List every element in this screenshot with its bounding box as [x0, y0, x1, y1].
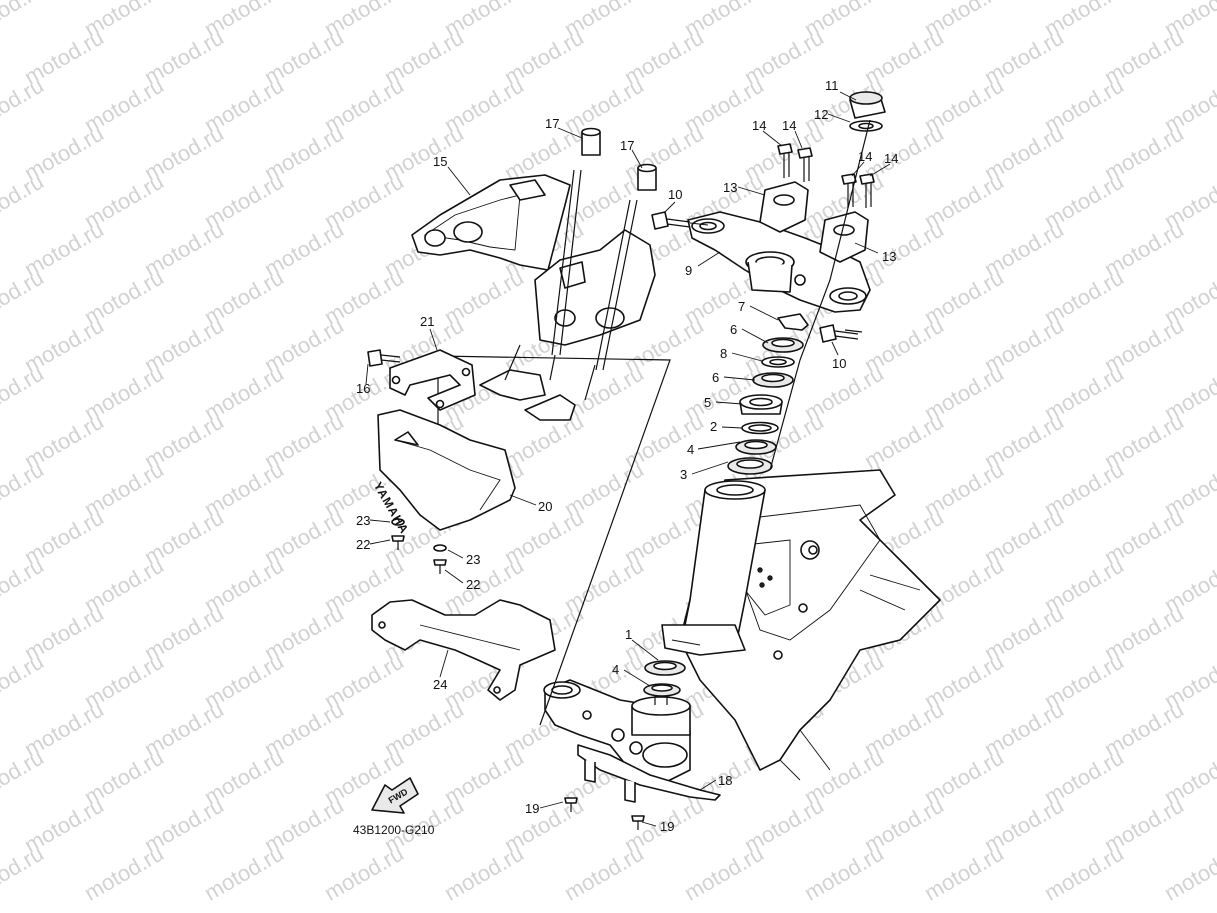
callout-7: 7: [738, 299, 746, 314]
callout-8: 8: [720, 346, 728, 361]
bolt-10-upper: [651, 211, 691, 230]
callout-23b: 23: [466, 552, 481, 567]
callout-14a: 14: [752, 118, 767, 133]
callout-14d: 14: [884, 151, 899, 166]
callout-14b: 14: [782, 118, 797, 133]
callout-14c: 14: [858, 149, 873, 164]
bolts-14: [777, 143, 875, 208]
callout-17b: 17: [620, 138, 635, 153]
callout-22b: 22: [466, 577, 481, 592]
bolt-16: [367, 349, 401, 367]
fwd-arrow-icon: [371, 777, 419, 814]
callout-4a: 4: [687, 442, 695, 457]
callout-5: 5: [704, 395, 712, 410]
bracket-21: [389, 349, 476, 411]
callout-23a: 23: [356, 513, 371, 528]
stem-nut: [849, 91, 886, 132]
diagram-code: 43B1200-G210: [353, 823, 435, 837]
callout-9: 9: [685, 263, 693, 278]
callout-19a: 19: [525, 801, 540, 816]
callout-13b: 13: [882, 249, 897, 264]
frame-head-pipe: [661, 469, 941, 781]
callout-1: 1: [625, 627, 633, 642]
callout-13a: 13: [723, 180, 738, 195]
bolt-10-lower: [819, 324, 859, 343]
callout-12: 12: [814, 107, 829, 122]
callout-10b: 10: [832, 356, 847, 371]
callout-15: 15: [433, 154, 448, 169]
callout-11: 11: [825, 78, 839, 93]
callout-6b: 6: [712, 370, 720, 385]
screws-22-washers-23: [391, 518, 447, 574]
upper-bracket: [687, 181, 871, 313]
callout-6a: 6: [730, 322, 738, 337]
cable-guide: [577, 744, 721, 803]
callout-16: 16: [356, 381, 371, 396]
callout-4b: 4: [612, 662, 620, 677]
callout-3: 3: [680, 467, 688, 482]
callout-19b: 19: [660, 819, 675, 834]
screw-19: [564, 797, 645, 830]
callout-22a: 22: [356, 537, 371, 552]
front-cowl: [377, 409, 516, 531]
callout-2: 2: [710, 419, 718, 434]
cover-stay: [371, 599, 556, 701]
callout-17a: 17: [545, 116, 560, 131]
callout-24: 24: [433, 677, 448, 692]
callout-18: 18: [718, 773, 733, 788]
callout-10a: 10: [668, 187, 683, 202]
bearing-stack: [727, 313, 809, 475]
callout-20: 20: [538, 499, 553, 514]
headlight-stay: [411, 127, 657, 421]
assembly-line: [769, 119, 871, 471]
callout-21: 21: [420, 314, 435, 329]
lower-bracket: [543, 660, 691, 786]
